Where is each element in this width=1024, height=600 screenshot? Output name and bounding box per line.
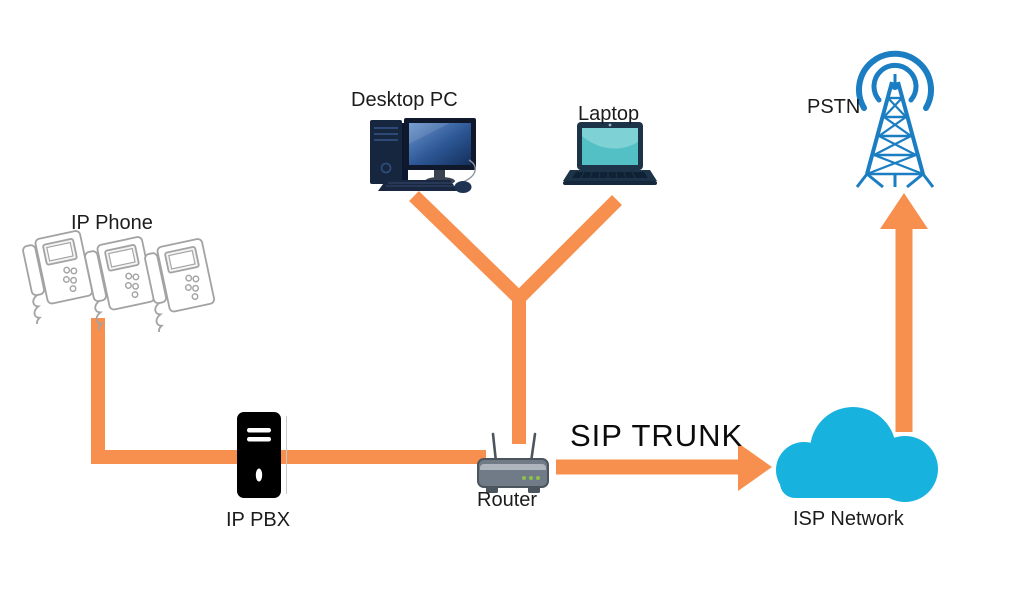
desktop-pc-icon bbox=[370, 118, 476, 193]
ip-phone-icon bbox=[22, 230, 94, 324]
radio-tower-icon bbox=[855, 50, 935, 189]
link-phones-pbx-router bbox=[91, 318, 486, 464]
server-tower-icon bbox=[237, 412, 281, 498]
cloud-icon bbox=[776, 407, 938, 502]
pbx-shadow-line bbox=[286, 416, 287, 494]
desktop-pc-label: Desktop PC bbox=[351, 89, 458, 111]
router-icon bbox=[477, 432, 549, 493]
laptop-icon bbox=[563, 122, 657, 185]
ip-phone-icon bbox=[144, 238, 216, 332]
router-label: Router bbox=[477, 489, 538, 511]
ip-phone-icon bbox=[84, 236, 156, 330]
link-desktop-router bbox=[409, 190, 524, 304]
laptop-label: Laptop bbox=[578, 103, 640, 125]
pstn-arrow-head bbox=[880, 193, 928, 229]
link-laptop-router bbox=[514, 195, 622, 303]
isp-network-label: ISP Network bbox=[793, 508, 904, 530]
sip-trunk-arrow-head bbox=[738, 443, 772, 491]
ip-pbx-label: IP PBX bbox=[226, 509, 291, 531]
pstn-label: PSTN bbox=[807, 96, 861, 118]
ip-phone-label: IP Phone bbox=[71, 212, 153, 234]
sip-trunk-label: SIP TRUNK bbox=[570, 418, 744, 453]
